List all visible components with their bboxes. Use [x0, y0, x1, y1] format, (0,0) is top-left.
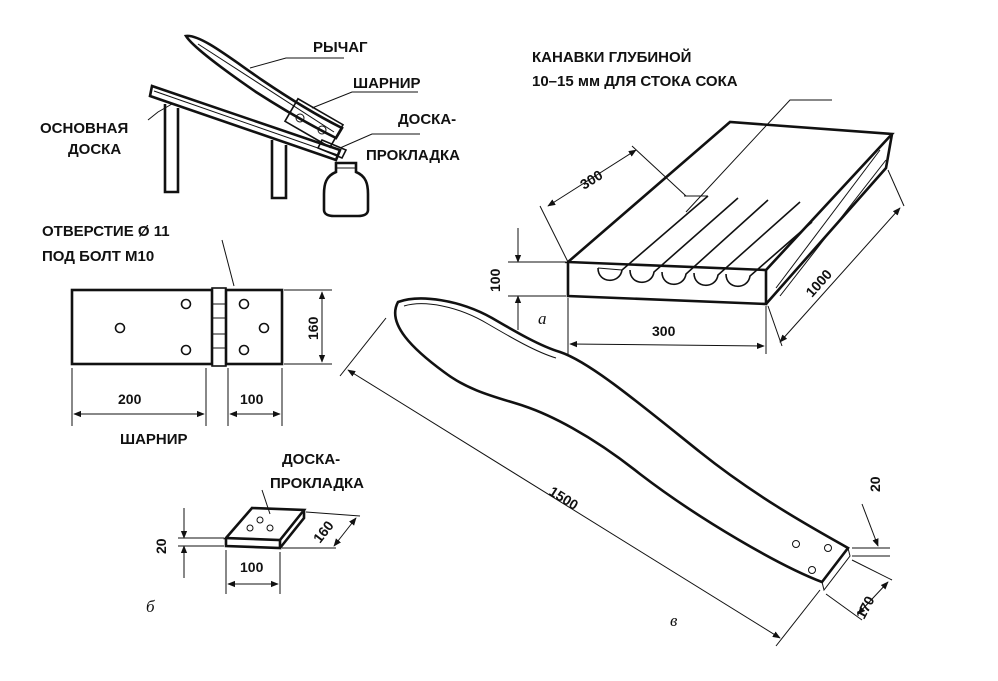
- lever-length-dim: 1500: [546, 483, 581, 513]
- hinge-hole: [114, 322, 126, 334]
- pad-depth-dim: 160: [310, 517, 337, 545]
- lever-thickness-dim: 20: [867, 476, 883, 492]
- hinge-hole: [180, 344, 192, 356]
- hinge-hole-label-line1: ОТВЕРСТИЕ Ø 11: [42, 223, 170, 240]
- grooves-label-line2: 10–15 мм ДЛЯ СТОКА СОКА: [532, 73, 738, 90]
- hinge-left-width-dim: 200: [118, 391, 142, 407]
- lever-drawing: [339, 297, 893, 647]
- board-caption: а: [538, 309, 547, 328]
- board-height-dim: 100: [487, 268, 503, 292]
- hinge-and-pad-drawing: [283, 97, 348, 160]
- hinge-plate-drawing: [70, 239, 332, 426]
- grooved-board-drawing: [508, 99, 905, 354]
- board-length-dim: 1000: [802, 266, 835, 300]
- lever-caption: в: [670, 611, 678, 630]
- base-board-drawing: [148, 84, 342, 162]
- pad-board-label-line2: ПРОКЛАДКА: [366, 147, 460, 164]
- board-width-dim: 300: [652, 323, 676, 339]
- pad-caption: б: [146, 597, 155, 616]
- hinge-label: ШАРНИР: [353, 75, 421, 92]
- grooves-label-line1: КАНАВКИ ГЛУБИНОЙ: [532, 48, 691, 66]
- base-board-label-line1: ОСНОВНАЯ: [40, 120, 128, 137]
- hinge-hole-label-line2: ПОД БОЛТ М10: [42, 248, 154, 265]
- lever-label: РЫЧАГ: [313, 39, 368, 56]
- pad-board-drawing: [178, 489, 361, 594]
- pad-width-dim: 100: [240, 559, 264, 575]
- hinge-hole: [238, 298, 250, 310]
- hinge-hole: [238, 344, 250, 356]
- pad-label-line2: ПРОКЛАДКА: [270, 475, 364, 492]
- hinge-hole: [180, 298, 192, 310]
- pad-thickness-dim: 20: [153, 538, 169, 554]
- base-board-label-line2: ДОСКА: [68, 141, 121, 158]
- hinge-hole: [258, 322, 270, 334]
- hinge-right-width-dim: 100: [240, 391, 264, 407]
- hinge-title: ШАРНИР: [120, 431, 188, 448]
- press-assembly: [147, 34, 420, 218]
- jar-drawing: [322, 161, 370, 218]
- pad-label-line1: ДОСКА-: [282, 451, 340, 468]
- board-groove-length-dim: 300: [577, 166, 605, 192]
- press-legs: [163, 104, 288, 200]
- juice-grooves: [597, 195, 813, 288]
- hinge-height-dim: 160: [305, 316, 321, 340]
- pad-board-label-line1: ДОСКА-: [398, 111, 456, 128]
